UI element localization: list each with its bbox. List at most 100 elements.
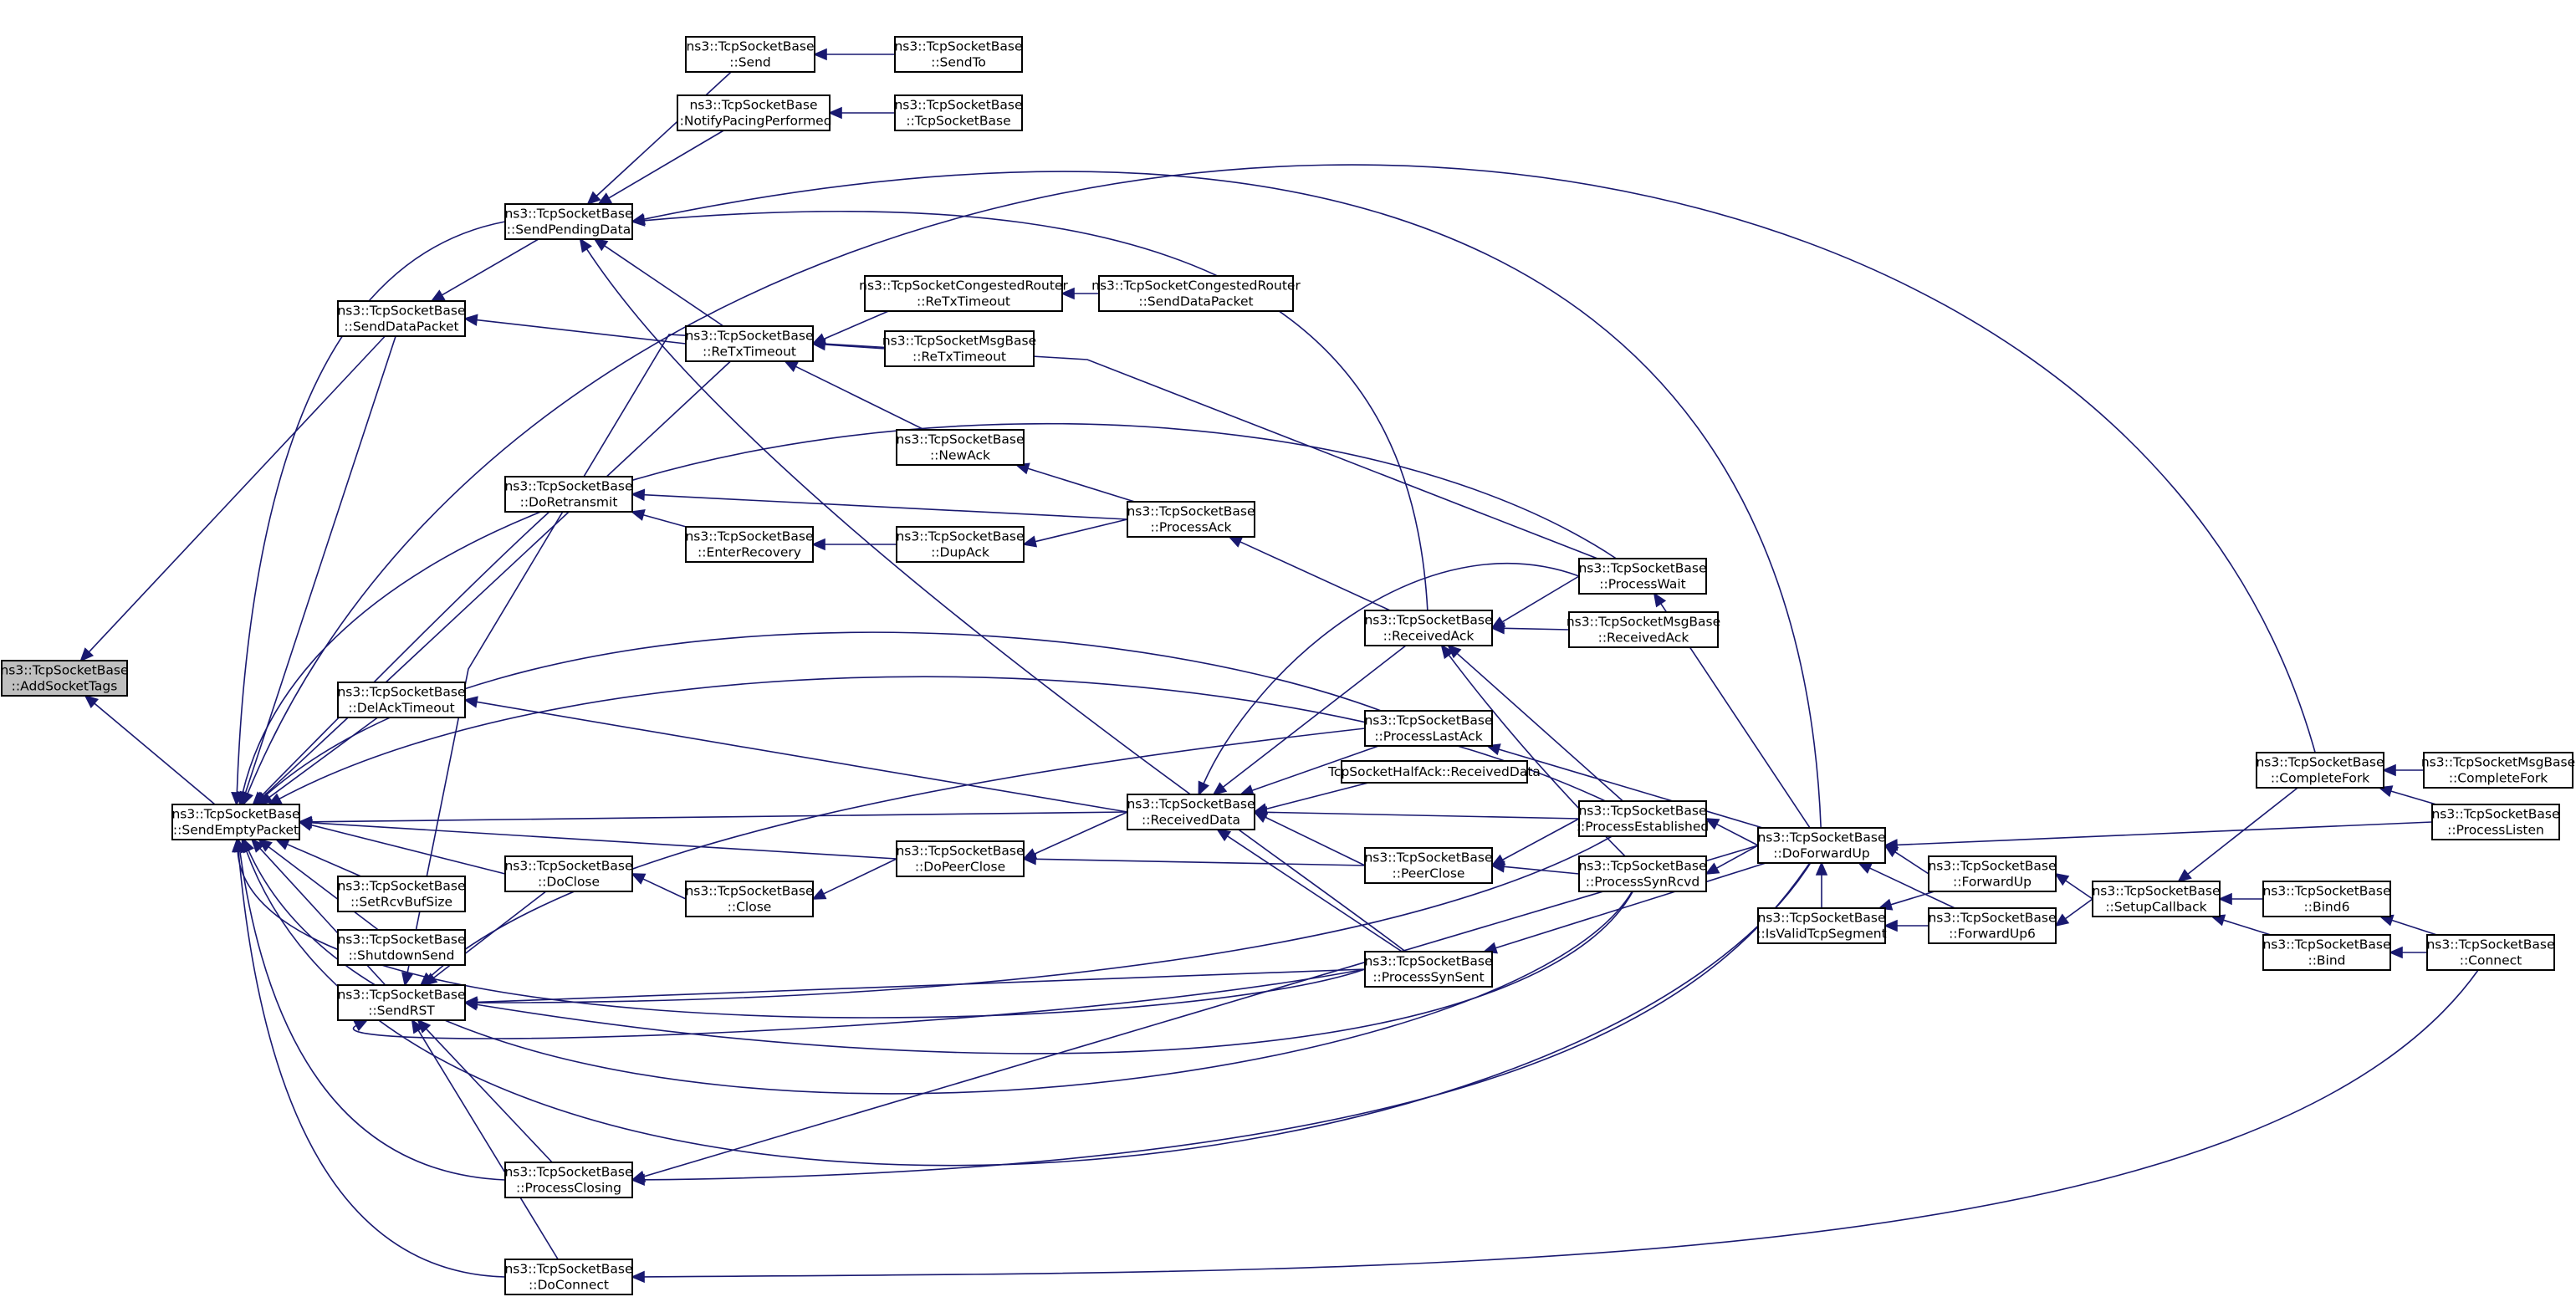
- function-node[interactable]: ns3::TcpSocketBase::ForwardUp: [1928, 855, 2057, 892]
- function-node[interactable]: ns3::TcpSocketBase::Send: [685, 36, 815, 73]
- call-edge: [579, 237, 1407, 952]
- edge-line: [260, 511, 550, 797]
- function-node[interactable]: ns3::TcpSocketBase::ReceivedAck: [1364, 610, 1493, 646]
- function-node[interactable]: ns3::TcpSocketBase::DoClose: [504, 855, 633, 892]
- call-edge: [593, 237, 724, 327]
- function-node[interactable]: ns3::TcpSocketBase::ForwardUp6: [1928, 907, 2057, 944]
- function-node[interactable]: ns3::TcpSocketBase::SendEmptyPacket: [171, 804, 300, 840]
- function-node[interactable]: ns3::TcpSocketMsgBase::CompleteFork: [2421, 752, 2575, 789]
- call-edge: [783, 360, 925, 431]
- function-node[interactable]: ns3::TcpSocketBase::SetupCallback: [2092, 881, 2221, 917]
- function-node[interactable]: ns3::TcpSocketBase::Bind6: [2262, 881, 2391, 917]
- function-node[interactable]: ns3::TcpSocketBase::ProcessAck: [1127, 501, 1255, 538]
- edge-arrowhead: [1228, 536, 1244, 548]
- function-node[interactable]: ns3::TcpSocketBase::ProcessListen: [2431, 804, 2560, 840]
- function-node[interactable]: ns3::TcpSocketBase::DoRetransmit: [504, 476, 633, 513]
- function-node[interactable]: ns3::TcpSocketBase::DupAck: [896, 526, 1025, 563]
- edge-line: [608, 130, 724, 199]
- node-box: [337, 682, 466, 718]
- edge-line: [1716, 823, 1759, 846]
- function-node[interactable]: ns3::TcpSocketBase::TcpSocketBase: [894, 94, 1023, 131]
- call-edge: [2217, 892, 2263, 906]
- call-edge: [242, 164, 2316, 806]
- call-edge: [1021, 853, 1366, 866]
- call-edge: [1883, 821, 2433, 851]
- edge-arrowhead: [630, 1270, 645, 1284]
- node-label: ::DoClose: [538, 875, 600, 890]
- function-node[interactable]: ns3::TcpSocketBase::ProcessSynSent: [1364, 951, 1493, 988]
- call-edge: [84, 694, 216, 805]
- function-node[interactable]: ns3::TcpSocketCongestedRouter::SendDataP…: [1091, 275, 1301, 312]
- node-label: ns3::TcpSocketBase: [2262, 937, 2390, 952]
- node-label: ns3::TcpSocketBase: [685, 529, 813, 544]
- edge-arrowhead: [411, 1019, 424, 1034]
- edge-arrowhead: [84, 694, 100, 709]
- function-node[interactable]: ns3::TcpSocketBase::ReceivedData: [1127, 794, 1255, 830]
- function-node[interactable]: ns3::TcpSocketBase::NewAck: [896, 429, 1025, 466]
- edge-arrowhead: [810, 338, 826, 351]
- node-label: ::ForwardUp6: [1949, 927, 2036, 942]
- node-label: ::ProcessAck: [1150, 520, 1231, 535]
- function-node[interactable]: ns3::TcpSocketBase::NotifyPacingPerforme…: [675, 94, 832, 131]
- function-node[interactable]: ns3::TcpSocketBase::AddSocketTags: [0, 660, 129, 697]
- node-box: [1, 660, 128, 697]
- function-node[interactable]: ns3::TcpSocketBase::EnterRecovery: [685, 526, 814, 563]
- function-node[interactable]: ns3::TcpSocketBase::ProcessSynRcvd: [1578, 855, 1707, 892]
- edge-arrowhead: [586, 191, 601, 206]
- function-node[interactable]: ns3::TcpSocketBase::ProcessEstablished: [1577, 800, 1709, 837]
- node-box: [2431, 804, 2560, 840]
- function-node[interactable]: ns3::TcpSocketBase::ProcessWait: [1578, 558, 1707, 595]
- call-edge: [352, 968, 1366, 1039]
- edge-line: [1501, 575, 1580, 623]
- edge-line: [1501, 818, 1580, 861]
- function-node[interactable]: ns3::TcpSocketBase::DoForwardUp: [1757, 827, 1886, 864]
- edge-line: [244, 335, 396, 794]
- call-edge: [274, 839, 361, 877]
- function-node[interactable]: TcpSocketHalfAck::ReceivedData: [1327, 760, 1541, 784]
- function-node[interactable]: ns3::TcpSocketBase::ProcessLastAck: [1364, 710, 1493, 747]
- function-node[interactable]: ns3::TcpSocketBase::ReTxTimeout: [685, 325, 814, 362]
- node-box: [896, 526, 1025, 563]
- function-node[interactable]: ns3::TcpSocketMsgBase::ReceivedAck: [1567, 611, 1720, 648]
- node-label: ::SendDataPacket: [1138, 294, 1253, 309]
- function-node[interactable]: ns3::TcpSocketBase::CompleteFork: [2256, 752, 2384, 789]
- call-edge: [1705, 845, 1759, 875]
- edge-arrowhead: [242, 790, 253, 806]
- function-node[interactable]: ns3::TcpSocketBase::Connect: [2426, 934, 2555, 971]
- call-edge: [1883, 919, 1929, 932]
- call-edge: [2054, 872, 2093, 900]
- call-edge: [596, 130, 724, 206]
- function-node[interactable]: ns3::TcpSocketBase::DoPeerClose: [896, 840, 1025, 877]
- node-label: ns3::TcpSocketBase: [504, 859, 632, 874]
- node-label: ::AddSocketTags: [12, 679, 118, 694]
- edge-line: [824, 344, 886, 350]
- edge-arrowhead: [2217, 892, 2232, 906]
- function-node[interactable]: ns3::TcpSocketBase::SendRST: [337, 984, 466, 1021]
- node-box: [2092, 881, 2221, 917]
- function-node[interactable]: ns3::TcpSocketBase::SetRcvBufSize: [337, 876, 466, 912]
- function-node[interactable]: ns3::TcpSocketBase::PeerClose: [1364, 847, 1493, 884]
- edge-arrowhead: [274, 839, 290, 850]
- function-node[interactable]: ns3::TcpSocketBase::IsValidTcpSegment: [1756, 907, 1887, 944]
- node-label: ns3::TcpSocketBase: [1364, 613, 1492, 628]
- function-node[interactable]: ns3::TcpSocketBase::Close: [685, 881, 814, 917]
- function-node[interactable]: ns3::TcpSocketCongestedRouter::ReTxTimeo…: [859, 275, 1068, 312]
- node-label: ::TcpSocketBase: [906, 114, 1010, 129]
- node-label: ns3::TcpSocketBase: [1578, 561, 1706, 576]
- call-edge: [631, 845, 1759, 1182]
- edge-arrowhead: [401, 972, 414, 987]
- node-box: [1364, 847, 1493, 884]
- function-node[interactable]: ns3::TcpSocketBase::DelAckTimeout: [337, 682, 466, 718]
- function-node[interactable]: ns3::TcpSocketBase::DoConnect: [504, 1259, 633, 1295]
- function-node[interactable]: ns3::TcpSocketBase::SendDataPacket: [337, 300, 466, 337]
- function-node[interactable]: ns3::TcpSocketBase::SendPendingData: [504, 203, 633, 240]
- call-edge: [463, 314, 687, 345]
- function-node[interactable]: ns3::TcpSocketBase::ProcessClosing: [504, 1162, 633, 1198]
- function-node[interactable]: ns3::TcpSocketBase::ShutdownSend: [337, 929, 466, 966]
- node-box: [504, 1259, 633, 1295]
- function-node[interactable]: ns3::TcpSocketBase::SendTo: [894, 36, 1023, 73]
- function-node[interactable]: ns3::TcpSocketMsgBase::ReTxTimeout: [882, 330, 1036, 367]
- function-node[interactable]: ns3::TcpSocketBase::Bind: [2262, 934, 2391, 971]
- call-edge: [2210, 914, 2272, 936]
